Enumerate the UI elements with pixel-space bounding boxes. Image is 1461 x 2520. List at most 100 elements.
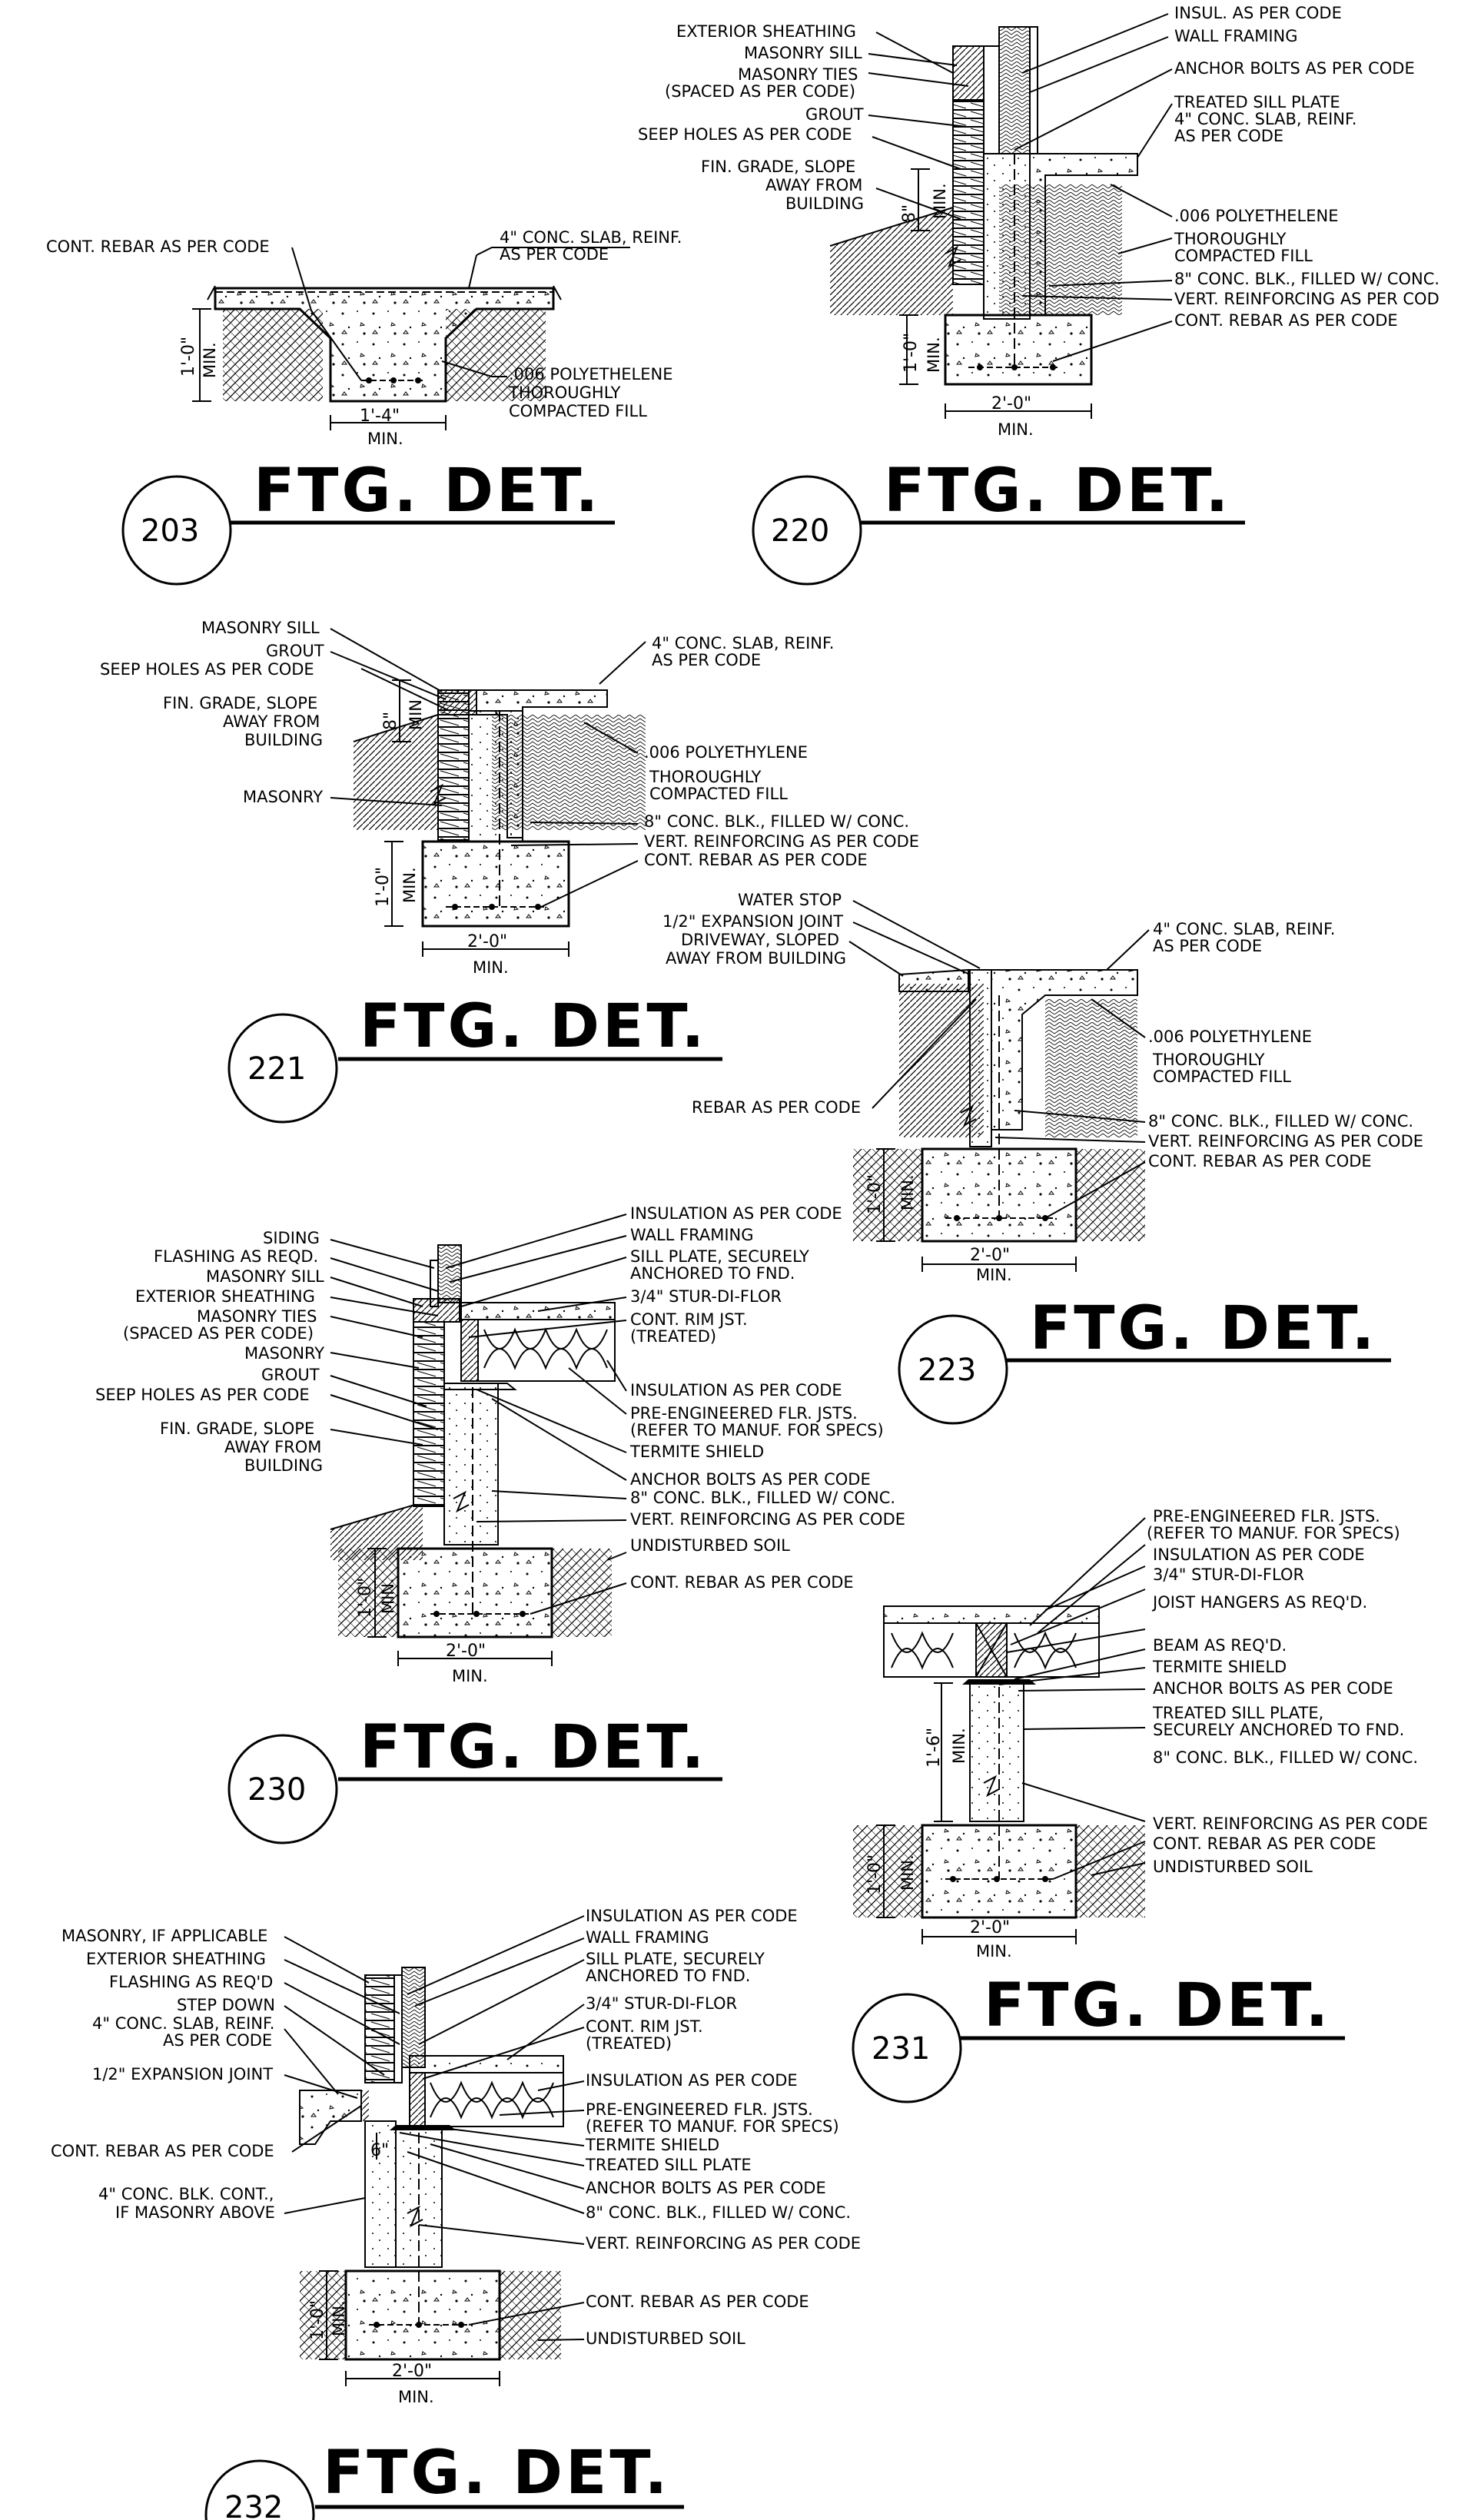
callout-label: AWAY FROM BUILDING bbox=[666, 949, 846, 968]
callout-label: THOROUGHLY bbox=[508, 383, 621, 402]
dim-label: MIN. bbox=[473, 958, 509, 977]
callout-label: INSULATION AS PER CODE bbox=[630, 1381, 842, 1399]
callout-label: MASONRY SILL bbox=[201, 619, 320, 637]
callout-label: CONT. REBAR AS PER CODE bbox=[51, 2142, 274, 2160]
callout-label: ANCHORED TO FND. bbox=[630, 1264, 795, 1283]
callout-label: INSULATION AS PER CODE bbox=[586, 2071, 798, 2090]
callout-label: SILL PLATE, SECURELY bbox=[630, 1247, 809, 1266]
dim-label: 2'-0" bbox=[467, 932, 507, 951]
detail-203-soil-right bbox=[446, 309, 546, 401]
dim-label: 2'-0" bbox=[446, 1642, 486, 1661]
callout-label: AS PER CODE bbox=[163, 2031, 272, 2050]
detail-231-bubble bbox=[852, 1993, 962, 2103]
detail-221-footing bbox=[421, 840, 570, 928]
callout-label: INSULATION AS PER CODE bbox=[630, 1204, 842, 1223]
detail-203: CONT. REBAR AS PER CODE 4" CONC. SLAB, R… bbox=[46, 228, 682, 586]
callout-label: CONT. REBAR AS PER CODE bbox=[1153, 1834, 1376, 1853]
callout-label: FIN. GRADE, SLOPE bbox=[701, 158, 855, 176]
callout-label: SEEP HOLES AS PER CODE bbox=[95, 1386, 310, 1404]
callout-label: 8" CONC. BLK., FILLED W/ CONC. bbox=[1148, 1112, 1413, 1131]
callout-label: THOROUGHLY bbox=[649, 768, 762, 786]
callout-label: COMPACTED FILL bbox=[1153, 1067, 1291, 1086]
callout-label: 8" CONC. BLK., FILLED W/ CONC. bbox=[1153, 1748, 1418, 1767]
callout-label: THOROUGHLY bbox=[1174, 230, 1287, 248]
callout-label: WATER STOP bbox=[738, 891, 842, 909]
callout-label: VERT. REINFORCING AS PER CODE bbox=[630, 1510, 905, 1529]
detail-230-brick bbox=[413, 1321, 445, 1507]
callout-label: EXTERIOR SHEATHING bbox=[676, 22, 856, 41]
callout-label: CONT. REBAR AS PER CODE bbox=[630, 1573, 854, 1592]
callout-label: 3/4" STUR-DI-FLOR bbox=[630, 1287, 782, 1306]
detail-221-bubble bbox=[227, 1013, 338, 1124]
callout-label: (TREATED) bbox=[586, 2034, 672, 2053]
callout-label: PRE-ENGINEERED FLR. JSTS. bbox=[630, 1404, 858, 1423]
dim-label: 6" bbox=[370, 2141, 389, 2160]
dim-label: 1'-0" bbox=[902, 333, 921, 373]
callout-label: VERT. REINFORCING AS PER CODE bbox=[1153, 1814, 1428, 1833]
callout-label: CONT. RIM JST. bbox=[630, 1310, 748, 1329]
dim-label: 2'-0" bbox=[991, 394, 1031, 413]
callout-label: BUILDING bbox=[785, 194, 864, 213]
callout-label: AS PER CODE bbox=[1174, 127, 1283, 145]
callout-label: EXTERIOR SHEATHING bbox=[135, 1287, 315, 1306]
callout-label: WALL FRAMING bbox=[586, 1928, 709, 1947]
dim-label: MIN. bbox=[398, 2388, 434, 2406]
callout-label: THOROUGHLY bbox=[1152, 1051, 1265, 1069]
callout-label: CONT. REBAR AS PER CODE bbox=[644, 851, 868, 869]
detail-203-slab bbox=[214, 287, 555, 403]
callout-label: TREATED SILL PLATE bbox=[585, 2156, 752, 2174]
callout-label: IF MASONRY ABOVE bbox=[115, 2203, 275, 2222]
dim-label: MIN. bbox=[330, 2300, 348, 2336]
callout-label: GROUT bbox=[261, 1366, 320, 1384]
dim-label: 1'-4" bbox=[360, 407, 400, 426]
callout-label: PRE-ENGINEERED FLR. JSTS. bbox=[1153, 1507, 1380, 1526]
callout-label: COMPACTED FILL bbox=[1174, 247, 1313, 265]
callout-label: DRIVEWAY, SLOPED bbox=[681, 931, 839, 949]
dim-label: MIN. bbox=[452, 1667, 488, 1685]
callout-label: 1/2" EXPANSION JOINT bbox=[662, 912, 843, 931]
callout-label: AWAY FROM bbox=[224, 1438, 321, 1456]
detail-230: SIDING FLASHING AS REQD. MASONRY SILL EX… bbox=[95, 1204, 905, 1844]
callout-label: 4" CONC. SLAB, REINF. bbox=[1153, 920, 1335, 938]
detail-223-number: 223 bbox=[918, 1353, 976, 1388]
callout-label: MASONRY TIES bbox=[738, 65, 858, 84]
callout-label: 4" CONC. BLK. CONT., bbox=[98, 2185, 274, 2203]
detail-221-number: 221 bbox=[247, 1051, 306, 1087]
callout-label: AWAY FROM bbox=[765, 176, 862, 194]
callout-label: 3/4" STUR-DI-FLOR bbox=[1153, 1565, 1304, 1584]
callout-label: BUILDING bbox=[244, 731, 323, 749]
dim-label: MIN. bbox=[950, 1728, 968, 1764]
callout-label: MASONRY SILL bbox=[744, 44, 862, 62]
dim-label: MIN. bbox=[931, 183, 949, 219]
callout-label: STEP DOWN bbox=[177, 1996, 275, 2014]
dim-label: MIN. bbox=[379, 1578, 397, 1614]
callout-label: REBAR AS PER CODE bbox=[692, 1098, 861, 1117]
callout-label: CONT. REBAR AS PER CODE bbox=[1148, 1152, 1372, 1170]
detail-220-footing bbox=[944, 314, 1093, 386]
dim-label: 1'-0" bbox=[865, 1174, 885, 1214]
callout-label: COMPACTED FILL bbox=[649, 785, 788, 803]
callout-label: 3/4" STUR-DI-FLOR bbox=[586, 1994, 737, 2013]
callout-label: CONT. REBAR AS PER CODE bbox=[586, 2293, 809, 2311]
detail-220: EXTERIOR SHEATHING MASONRY SILL MASONRY … bbox=[638, 4, 1439, 586]
callout-label: (REFER TO MANUF. FOR SPECS) bbox=[586, 2117, 839, 2136]
detail-232-footing bbox=[344, 2269, 501, 2361]
callout-label: WALL FRAMING bbox=[1174, 27, 1298, 45]
callout-label: (SPACED AS PER CODE) bbox=[123, 1324, 314, 1343]
detail-231-number: 231 bbox=[872, 2031, 930, 2067]
callout-label: UNDISTURBED SOIL bbox=[630, 1536, 790, 1555]
callout-label: BEAM AS REQ'D. bbox=[1153, 1636, 1287, 1655]
callout-label: INSULATION AS PER CODE bbox=[586, 1907, 798, 1925]
callout-label: ANCHOR BOLTS AS PER CODE bbox=[1174, 59, 1415, 78]
detail-220-brick bbox=[952, 99, 985, 285]
detail-223-bubble bbox=[898, 1314, 1008, 1425]
detail-230-block bbox=[443, 1383, 499, 1546]
detail-230-title: FTG. DET. bbox=[360, 1713, 707, 1782]
callout-label: 1/2" EXPANSION JOINT bbox=[92, 2065, 273, 2083]
callout-label: 8" CONC. BLK., FILLED W/ CONC. bbox=[586, 2203, 851, 2222]
dim-label: 1'-0" bbox=[308, 2300, 327, 2340]
callout-label: ANCHORED TO FND. bbox=[586, 1967, 750, 1985]
dim-label: 2'-0" bbox=[970, 1246, 1010, 1265]
callout-label: 4" CONC. SLAB, REINF. bbox=[92, 2014, 274, 2033]
